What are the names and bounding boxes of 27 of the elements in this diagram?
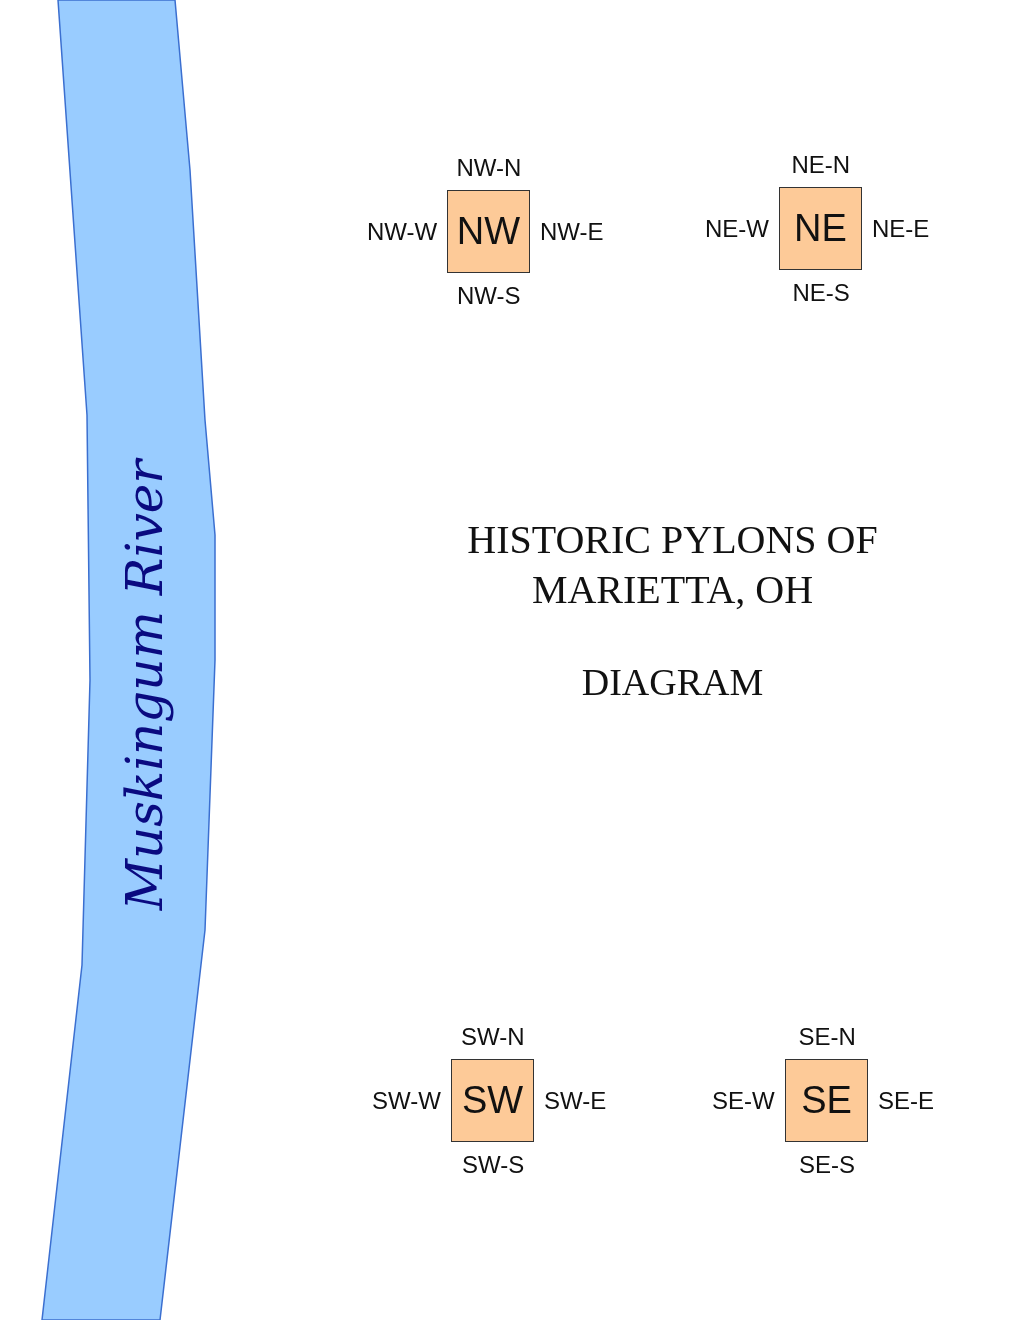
pylon-box [779,187,862,270]
side-label: SE-E [878,1087,934,1115]
river-name: Muskingum River [116,459,174,911]
pylon-box [451,1059,534,1142]
side-label: NW-N [456,154,522,182]
side-label: NW-W [367,218,438,246]
side-label: NE-S [792,279,850,307]
title: HISTORIC PYLONS OF MARIETTA, OH [466,516,879,614]
subtitle: DIAGRAM [580,660,765,704]
pylon-box [785,1059,868,1142]
side-label: NE-E [872,215,930,243]
side-label: SE-W [712,1087,775,1115]
side-label: NE-N [791,151,851,179]
side-label: SW-W [372,1087,441,1115]
side-label: SW-S [462,1151,525,1179]
side-label: NE-W [705,215,769,243]
side-label: SW-N [461,1023,525,1051]
side-label: SW-E [544,1087,607,1115]
pylon-label: SW [461,1079,524,1122]
side-label: SE-S [799,1151,855,1179]
side-label: NW-E [540,218,604,246]
pylon-label: NW [456,210,521,253]
side-label: NW-S [457,282,521,310]
side-label: SE-N [798,1023,856,1051]
pylon-box [447,190,530,273]
pylon-label: NE [794,207,847,250]
pylon-label: SE [801,1079,852,1122]
